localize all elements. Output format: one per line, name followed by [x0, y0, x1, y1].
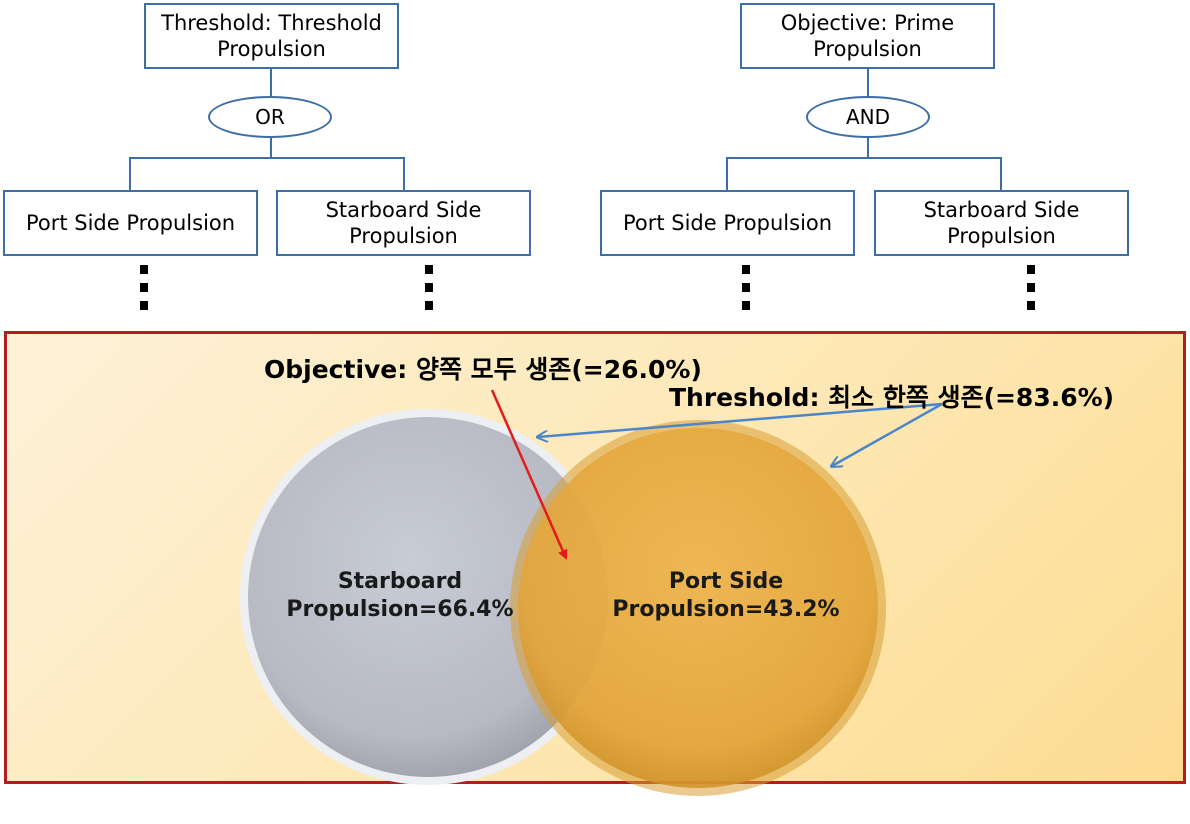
- and-gate: AND: [806, 96, 930, 138]
- continuation-dots: [140, 265, 148, 319]
- left-starboard-side-box: Starboard Side Propulsion: [276, 190, 531, 256]
- tree-connectors: [129, 68, 1002, 190]
- objective-root-box: Objective: Prime Propulsion: [740, 3, 995, 69]
- objective-arrow: [490, 389, 568, 560]
- port-circle: [518, 428, 878, 788]
- threshold-arrow-left: [538, 402, 943, 437]
- starboard-circle: [248, 417, 608, 777]
- continuation-dots: [1027, 265, 1035, 319]
- continuation-dots: [425, 265, 433, 319]
- threshold-root-box: Threshold: Threshold Propulsion: [144, 3, 399, 69]
- or-gate: OR: [208, 96, 332, 138]
- right-port-side-box: Port Side Propulsion: [600, 190, 855, 256]
- threshold-arrow-right: [832, 402, 943, 466]
- left-port-side-box: Port Side Propulsion: [3, 190, 258, 256]
- port-side-propulsion-label: Port Side Propulsion=43.2%: [612, 569, 840, 622]
- threshold-annotation: Threshold: 최소 한쪽 생존(=83.6%): [669, 383, 1115, 412]
- starboard-propulsion-label: Starboard Propulsion=66.4%: [286, 569, 514, 622]
- right-starboard-side-box: Starboard Side Propulsion: [874, 190, 1129, 256]
- continuation-dots: [742, 265, 750, 319]
- objective-annotation: Objective: 양쪽 모두 생존(=26.0%): [264, 355, 702, 384]
